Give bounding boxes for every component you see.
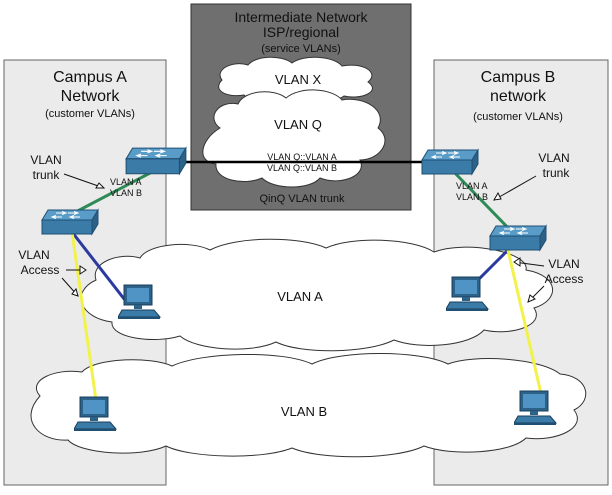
intermediate-title-2: ISP/regional bbox=[263, 24, 339, 40]
campus-b-trunk-label-1: VLAN bbox=[538, 151, 569, 165]
campus-b-title-1: Campus B bbox=[481, 69, 556, 86]
campus-a-trunk-link bbox=[69, 170, 153, 217]
campus-a-access-arrowhead-1 bbox=[79, 265, 87, 275]
cloud-vlan-a: VLAN A bbox=[80, 238, 553, 352]
cloud-vlan-x: VLAN X bbox=[218, 56, 373, 103]
cloud-vlan-x-label: VLAN X bbox=[275, 72, 322, 87]
campus-b-access-yellow bbox=[506, 249, 544, 399]
cloud-vlan-b: VLAN B bbox=[30, 353, 587, 458]
campus-b-access-label-2: Access bbox=[545, 272, 584, 286]
campus-a-trunk-label-2: trunk bbox=[33, 168, 61, 182]
campus-a-title-2: Network bbox=[61, 88, 121, 105]
campus-a-access-switch[interactable] bbox=[41, 209, 99, 235]
campus-b-trunk-tag-a: VLAN A bbox=[456, 181, 488, 191]
campus-b-trunk-pointer bbox=[493, 175, 537, 201]
intermediate-title-1: Intermediate Network bbox=[234, 9, 368, 25]
cloud-vlan-a-label: VLAN A bbox=[277, 289, 323, 304]
qinq-tag-a: VLAN Q::VLAN A bbox=[267, 152, 337, 162]
campus-a-edge-switch[interactable] bbox=[125, 147, 187, 175]
campus-b-access-switch[interactable] bbox=[489, 225, 547, 251]
campus-b-subtitle: (customer VLANs) bbox=[473, 111, 563, 123]
campus-a-access-arrowhead-2 bbox=[71, 287, 79, 297]
campus-b-access-label-1: VLAN bbox=[548, 257, 579, 271]
campus-b-title-2: network bbox=[490, 88, 547, 105]
cloud-vlan-b-label: VLAN B bbox=[281, 404, 327, 419]
campus-a-trunk-label-1: VLAN bbox=[30, 153, 61, 167]
qinq-trunk-label: QinQ VLAN trunk bbox=[260, 193, 345, 205]
intermediate-subtitle: (service VLANs) bbox=[261, 43, 340, 55]
campus-a-trunk-tag-b: VLAN B bbox=[110, 188, 142, 198]
cloud-vlan-q: VLAN Q VLAN Q::VLAN A VLAN Q::VLAN B bbox=[202, 89, 386, 188]
cloud-vlan-q-label: VLAN Q bbox=[274, 117, 322, 132]
campus-a-title-1: Campus A bbox=[53, 69, 127, 86]
campus-a-subtitle: (customer VLANs) bbox=[45, 108, 135, 120]
campus-b-access-arrowhead-2 bbox=[527, 294, 536, 303]
qinq-tag-b: VLAN Q::VLAN B bbox=[267, 163, 337, 173]
campus-b-trunk-tag-b: VLAN B bbox=[456, 192, 488, 202]
campus-b-trunk-label-2: trunk bbox=[543, 166, 571, 180]
campus-a-access-label-2: Access bbox=[21, 263, 60, 277]
campus-a-access-label-1: VLAN bbox=[18, 248, 49, 262]
campus-b-trunk-arrowhead bbox=[493, 191, 502, 201]
campus-a-access-yellow bbox=[70, 231, 98, 401]
campus-b-trunk-link bbox=[450, 168, 516, 236]
campus-a-trunk-arrowhead bbox=[95, 182, 106, 189]
campus-a-trunk-tag-a: VLAN A bbox=[110, 177, 142, 187]
campus-b-access-arrowhead-1 bbox=[513, 257, 521, 267]
campus-a-access-blue bbox=[70, 231, 130, 305]
campus-b-edge-switch[interactable] bbox=[421, 149, 479, 175]
